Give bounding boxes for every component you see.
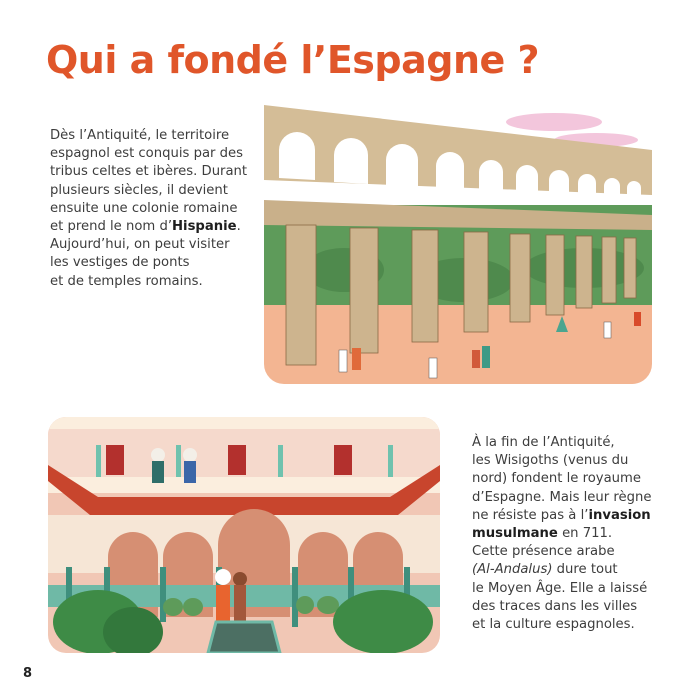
text-line: espagnol est conquis par des (50, 146, 243, 162)
text-line: Aujourd’hui, on peut visiter (50, 237, 230, 253)
paragraph-middle-ages: À la fin de l’Antiquité, les Wisigoths (… (472, 434, 651, 634)
text-line: les vestiges de ponts (50, 255, 190, 271)
text-line: les Wisigoths (venus du (472, 453, 629, 469)
roman-aqueduct-illustration (264, 100, 652, 384)
text-line: d’Espagne. Mais leur règne (472, 489, 652, 505)
text-line: plusieurs siècles, il devient (50, 182, 228, 198)
keyword-musulmane: musulmane (472, 526, 558, 542)
keyword-invasion: invasion (588, 507, 651, 523)
text-fragment: et prend le nom d’ (50, 219, 173, 235)
intro-paragraph-antiquity: Dès l’Antiquité, le territoire espagnol … (50, 127, 247, 291)
term-al-andalus: (Al-Andalus) (472, 562, 553, 578)
text-line: ensuite une colonie romaine (50, 200, 238, 216)
text-line: ne résiste pas à l’invasion (472, 507, 651, 525)
text-line: (Al-Andalus) dure tout (472, 561, 651, 579)
text-line: Cette présence arabe (472, 544, 615, 560)
text-line: et prend le nom d’Hispanie. (50, 218, 247, 236)
text-line: nord) fondent le royaume (472, 471, 641, 487)
page-title: Qui a fondé l’Espagne ? (46, 38, 540, 82)
text-line: tribus celtes et ibères. Durant (50, 164, 248, 180)
text-fragment: . (236, 219, 241, 235)
text-fragment: dure tout (552, 562, 618, 578)
keyword-hispanie: Hispanie (172, 219, 237, 235)
text-line: À la fin de l’Antiquité, (472, 435, 615, 450)
text-line: et de temples romains. (50, 273, 203, 289)
text-fragment: en 711. (557, 526, 613, 542)
text-line: et la culture espagnoles. (472, 617, 635, 633)
andalusian-patio-illustration (48, 417, 440, 653)
text-line: des traces dans les villes (472, 598, 638, 614)
text-line: le Moyen Âge. Elle a laissé (472, 580, 648, 596)
text-fragment: ne résiste pas à l’ (472, 507, 589, 523)
text-line: Dès l’Antiquité, le territoire (50, 128, 230, 143)
text-line: musulmane en 711. (472, 525, 651, 543)
page-number: 8 (23, 666, 33, 681)
